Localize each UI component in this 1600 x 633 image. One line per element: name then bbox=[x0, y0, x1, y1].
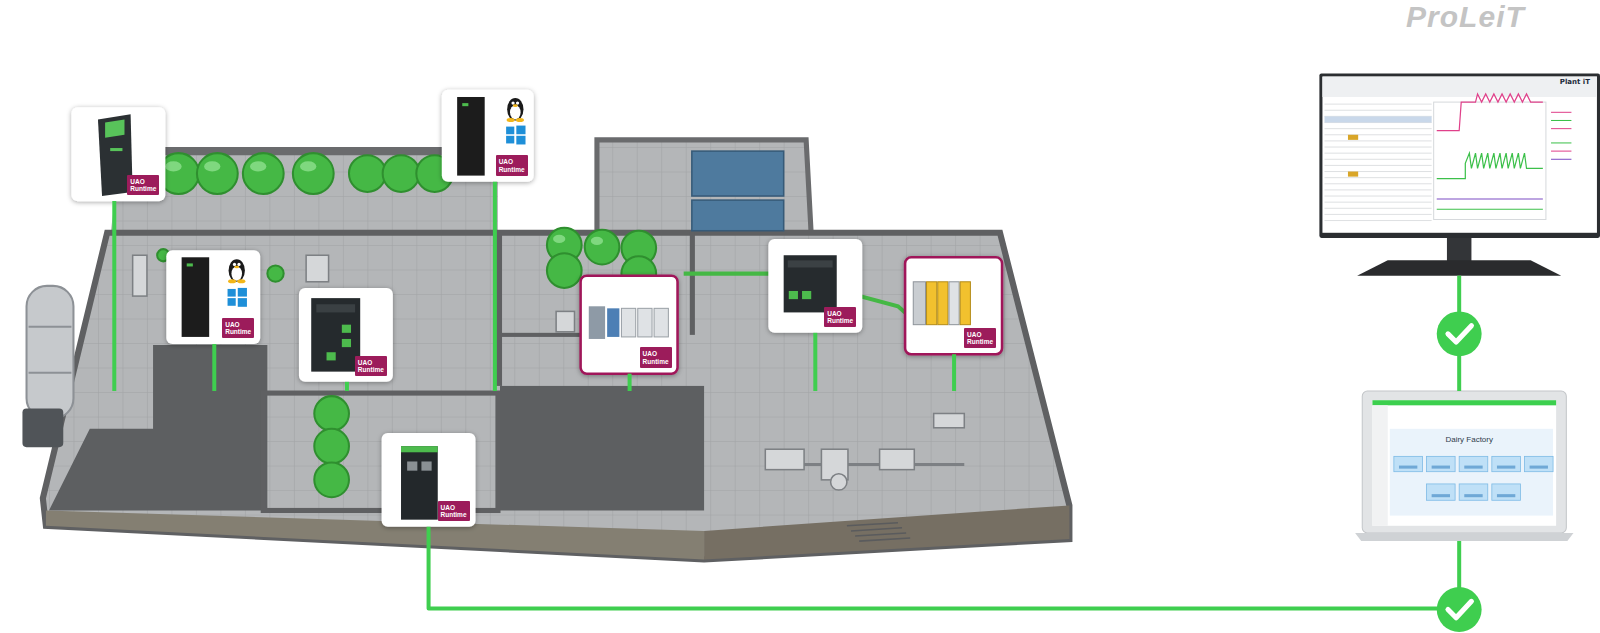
trend-line bbox=[1437, 153, 1543, 179]
card bbox=[166, 250, 260, 344]
card bbox=[442, 90, 534, 182]
device-card: UAO Runtime bbox=[166, 250, 260, 344]
laptop-sidebar bbox=[1372, 405, 1387, 525]
device-card: UAO Runtime bbox=[442, 90, 534, 182]
interior-block bbox=[49, 345, 267, 510]
watermark: ProLeiT bbox=[1406, 2, 1525, 32]
safety-modules bbox=[913, 282, 970, 325]
runtime-badge: UAO Runtime bbox=[496, 155, 528, 175]
runtime-badge: UAO Runtime bbox=[438, 501, 470, 521]
plc-controller bbox=[784, 255, 837, 312]
legend-list bbox=[1551, 112, 1571, 159]
laptop-screen bbox=[1372, 400, 1556, 526]
plant-blocks bbox=[1394, 456, 1553, 500]
network-line bbox=[212, 344, 216, 391]
truck-cab bbox=[22, 408, 63, 447]
plc-controller bbox=[401, 446, 438, 520]
runtime-badge: UAO Runtime bbox=[964, 328, 996, 348]
plant-block-bars bbox=[1399, 466, 1548, 498]
io-modules bbox=[589, 306, 669, 339]
containers bbox=[692, 151, 784, 231]
laptop-header bbox=[1372, 400, 1556, 405]
card bbox=[905, 257, 1002, 354]
tank-body bbox=[27, 286, 74, 419]
tank-highlights bbox=[165, 161, 603, 245]
check-mark bbox=[1437, 311, 1482, 356]
selected-row bbox=[1324, 116, 1431, 122]
front-wall bbox=[46, 510, 704, 559]
tank-ring bbox=[29, 372, 72, 374]
monitor-base bbox=[1357, 260, 1561, 275]
device-card: UAO Runtime bbox=[581, 276, 678, 374]
chart-area bbox=[1434, 102, 1546, 219]
stairs bbox=[847, 523, 910, 541]
device-card: UAO Runtime bbox=[299, 288, 393, 382]
runtime-badge: UAO Runtime bbox=[640, 347, 672, 367]
divider-wall bbox=[690, 233, 695, 335]
divider-wall bbox=[500, 333, 582, 337]
card bbox=[768, 239, 862, 333]
screen-header bbox=[1322, 77, 1596, 97]
network-line bbox=[429, 527, 1460, 609]
main-floor bbox=[43, 233, 1070, 560]
monitor-screen bbox=[1322, 77, 1596, 233]
monitor-neck bbox=[1447, 238, 1471, 263]
network-line bbox=[493, 182, 497, 391]
device-card: UAO Runtime bbox=[71, 107, 165, 201]
trend-line bbox=[1437, 94, 1543, 131]
tank-ring bbox=[29, 326, 72, 328]
network-line bbox=[813, 333, 817, 391]
runtime-badge: UAO Runtime bbox=[222, 318, 254, 338]
plc-controller bbox=[311, 298, 360, 372]
screen-table bbox=[1324, 104, 1431, 220]
back-room-floor bbox=[110, 153, 498, 237]
laptop-screen: Dairy Factory bbox=[1360, 391, 1569, 541]
laptop-base bbox=[1355, 533, 1573, 541]
laptop-frame bbox=[1362, 391, 1566, 533]
device-card: UAO Runtime bbox=[768, 239, 862, 333]
card bbox=[299, 288, 393, 382]
trend-line bbox=[1437, 209, 1543, 210]
screen-title: Dairy Factory bbox=[1389, 435, 1549, 444]
store-room bbox=[597, 140, 811, 235]
network-line bbox=[112, 201, 116, 391]
laptop-content bbox=[1390, 429, 1553, 516]
runtime-badge: UAO Runtime bbox=[355, 356, 387, 376]
monitor-screen: Plant iT bbox=[1319, 74, 1600, 276]
runtime-badge: UAO Runtime bbox=[824, 307, 856, 327]
network-line bbox=[345, 382, 349, 391]
device-card: UAO Runtime bbox=[382, 433, 476, 527]
card bbox=[581, 276, 678, 374]
runtime-badge: UAO Runtime bbox=[127, 175, 159, 195]
network-line bbox=[628, 374, 632, 391]
monitor bbox=[1319, 74, 1600, 276]
row-marker bbox=[1348, 135, 1358, 140]
network-line bbox=[952, 354, 956, 391]
trend-line bbox=[1437, 199, 1543, 200]
laptop bbox=[1355, 391, 1573, 541]
front-wall bbox=[704, 505, 1069, 559]
tanker-truck bbox=[22, 286, 73, 447]
card bbox=[71, 107, 165, 201]
card bbox=[382, 433, 476, 527]
app-title: Plant iT bbox=[1560, 78, 1590, 86]
factory-building bbox=[43, 140, 1070, 560]
device-card: UAO Runtime bbox=[905, 257, 1002, 354]
interior-block bbox=[500, 386, 704, 511]
monitor-frame bbox=[1319, 74, 1600, 238]
device-cards bbox=[71, 90, 1002, 527]
row-marker bbox=[1348, 172, 1358, 177]
check-mark bbox=[1437, 587, 1482, 632]
